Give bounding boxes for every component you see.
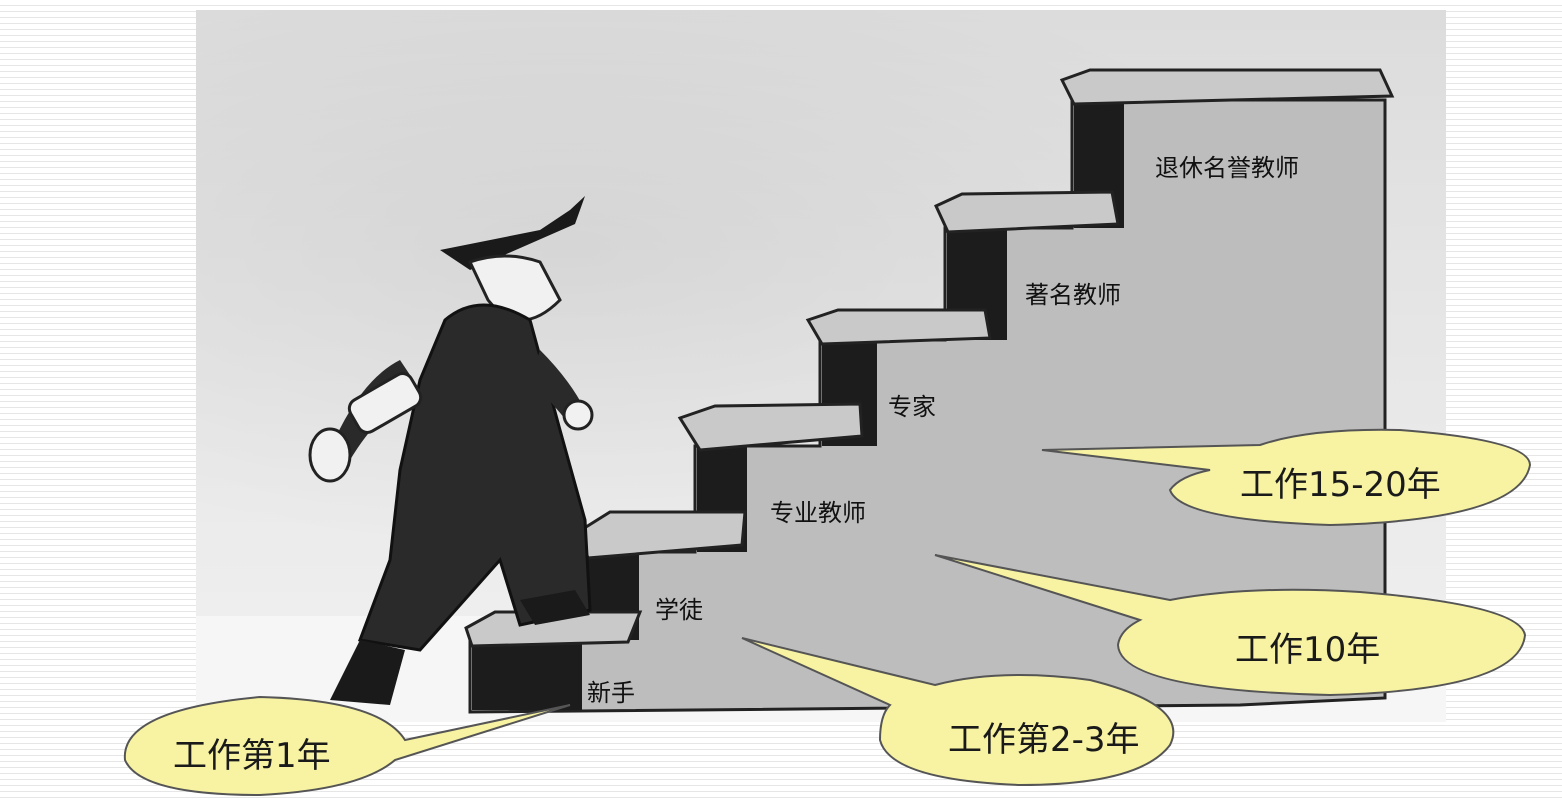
callout-1-shape (123, 695, 571, 797)
tread-1 (464, 610, 643, 648)
step-label-retired-honorary-teacher: 退休名誉教师 (1155, 154, 1299, 182)
callout-year-2-3: 工作第2-3年 (948, 720, 1140, 760)
tread-3 (677, 402, 864, 452)
step-label-professional-teacher: 专业教师 (770, 499, 866, 527)
step-label-novice: 新手 (587, 679, 635, 707)
tread-4 (805, 308, 992, 346)
step-label-apprentice: 学徒 (655, 596, 703, 624)
callout-3-shape (934, 554, 1527, 697)
callout-bubbles (123, 428, 1532, 797)
riser-1 (472, 640, 582, 710)
graduate-figure (308, 196, 594, 705)
callout-4-shape (1041, 428, 1532, 527)
tread-6 (1059, 68, 1395, 106)
callout-year-10: 工作10年 (1235, 630, 1381, 670)
callout-year-15-20: 工作15-20年 (1240, 465, 1441, 505)
tread-5 (934, 190, 1120, 234)
callout-year-1: 工作第1年 (173, 736, 331, 776)
callout-2-shape (741, 637, 1175, 787)
step-label-expert: 专家 (888, 393, 936, 421)
step-label-famous-teacher: 著名教师 (1025, 281, 1121, 309)
